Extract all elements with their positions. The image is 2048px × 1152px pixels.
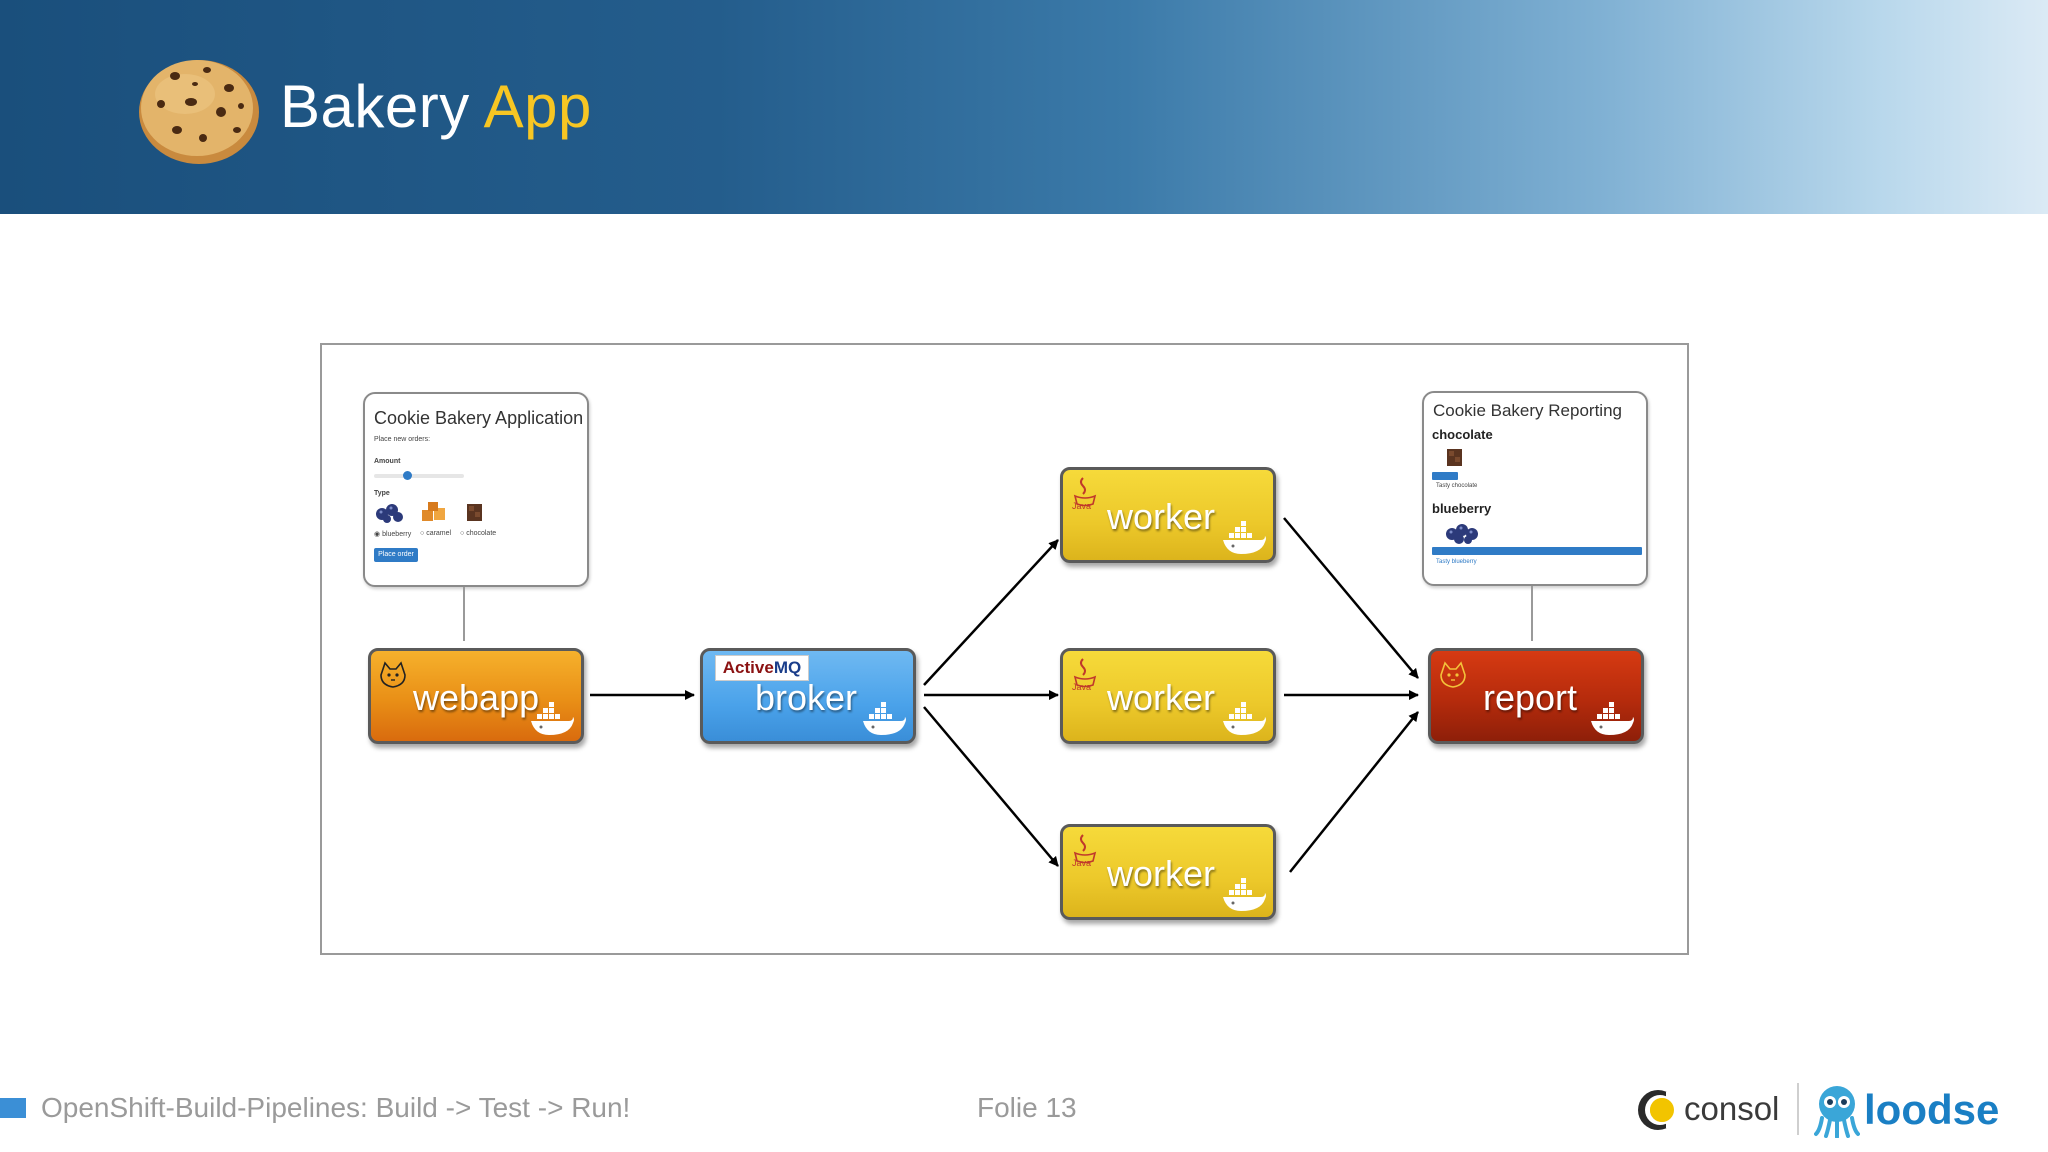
diagram-arrows <box>590 517 1419 873</box>
docker-icon <box>531 702 574 735</box>
docker-icon <box>1223 878 1266 911</box>
activemq-logo: ActiveMQ <box>715 655 809 681</box>
app-card-subtitle: Place new orders: <box>374 436 431 443</box>
consol-logo: consol <box>1636 1085 1780 1135</box>
report-note-chocolate: Tasty chocolate <box>1436 483 1478 489</box>
svg-text:Java: Java <box>1072 858 1091 867</box>
broker-node: ActiveMQ broker <box>700 648 916 744</box>
arrow-worker1-report <box>1283 517 1419 679</box>
title-accent: App <box>483 73 592 140</box>
chocolate-icon <box>1447 449 1462 466</box>
java-icon: Java <box>1072 477 1097 510</box>
option-chocolate-label: chocolate <box>466 530 497 537</box>
activemq-logo-mq: MQ <box>773 658 802 677</box>
option-caramel: ○ caramel <box>420 530 452 537</box>
arrow-broker-worker1 <box>923 539 1059 686</box>
arrow-worker3-report <box>1289 711 1419 873</box>
report-section-blueberry: blueberry <box>1432 501 1492 516</box>
java-icon: Java <box>1072 658 1097 691</box>
tomcat-icon <box>1440 661 1466 688</box>
blueberry-progress-bar <box>1432 547 1642 555</box>
report-section-chocolate: chocolate <box>1432 427 1493 442</box>
blueberry-icon <box>1446 524 1478 544</box>
worker-node-2: Java worker <box>1060 648 1276 744</box>
consol-logo-text: consol <box>1684 1090 1780 1127</box>
java-icon: Java <box>1072 834 1097 867</box>
tomcat-icon <box>380 661 406 688</box>
docker-icon <box>1223 702 1266 735</box>
docker-icon <box>1591 702 1634 735</box>
worker-node-3: Java worker <box>1060 824 1276 920</box>
option-caramel-label: caramel <box>426 530 452 537</box>
app-screenshot-card: Cookie Bakery Application Place new orde… <box>363 392 589 587</box>
worker-node-1: Java worker <box>1060 467 1276 563</box>
svg-text:Java: Java <box>1072 682 1091 691</box>
option-blueberry-label: blueberry <box>382 531 412 538</box>
option-chocolate: ○ chocolate <box>460 530 497 537</box>
amount-slider-thumb <box>403 471 412 480</box>
connector-report-card <box>1531 586 1533 641</box>
footer-title: OpenShift-Build-Pipelines: Build -> Test… <box>41 1092 631 1123</box>
worker-label: worker <box>1107 853 1216 894</box>
slide-title: Bakery App <box>280 72 592 141</box>
report-label: report <box>1483 677 1578 718</box>
amount-label: Amount <box>374 458 401 465</box>
place-order-button: Place order <box>374 548 418 562</box>
caramel-icon <box>422 502 445 521</box>
loodse-logo-text: loodse <box>1864 1086 2000 1133</box>
chocolate-icon <box>467 504 482 521</box>
amount-slider <box>374 474 464 478</box>
report-node: report <box>1428 648 1644 744</box>
option-blueberry: ◉ blueberry <box>374 531 412 538</box>
webapp-label: webapp <box>413 677 540 718</box>
slide-number: Folie 13 <box>977 1092 1077 1123</box>
footer-accent-mark <box>0 1098 26 1118</box>
activemq-logo-active: Active <box>722 658 774 677</box>
connector-app-webapp <box>463 587 465 641</box>
chocolate-progress-bar <box>1432 472 1458 480</box>
docker-icon <box>863 702 906 735</box>
arrow-broker-worker3 <box>923 706 1059 867</box>
logo-divider <box>1797 1083 1799 1135</box>
cookie-icon <box>139 60 259 164</box>
blueberry-icon <box>376 504 403 523</box>
loodse-logo: loodse <box>1812 1080 2012 1140</box>
title-main: Bakery <box>280 73 470 140</box>
report-screenshot-card: Cookie Bakery Reporting chocolate Tasty … <box>1422 391 1648 586</box>
slide-header: Bakery App <box>0 0 2048 214</box>
report-card-title: Cookie Bakery Reporting <box>1433 401 1622 420</box>
webapp-node: webapp <box>368 648 584 744</box>
docker-icon <box>1223 521 1266 554</box>
consol-logo-icon <box>1638 1090 1680 1130</box>
report-note-blueberry: Tasty blueberry <box>1436 559 1477 565</box>
worker-label: worker <box>1107 677 1216 718</box>
architecture-diagram: Cookie Bakery Application Place new orde… <box>320 343 1689 955</box>
app-card-title: Cookie Bakery Application <box>374 408 584 428</box>
octopus-icon <box>1814 1086 1860 1138</box>
broker-label: broker <box>755 677 858 718</box>
svg-text:Java: Java <box>1072 501 1091 510</box>
type-label: Type <box>374 490 390 497</box>
worker-label: worker <box>1107 496 1216 537</box>
